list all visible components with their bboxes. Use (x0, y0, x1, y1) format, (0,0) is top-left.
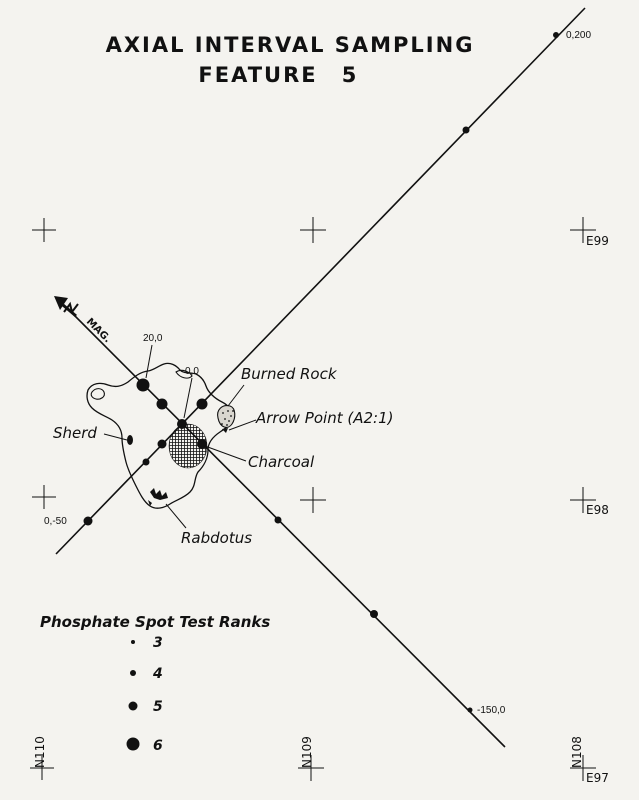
label-charcoal: Charcoal (248, 453, 315, 471)
title-line-1: AXIAL INTERVAL SAMPLING (106, 33, 475, 57)
legend-rank-label: 3 (153, 635, 163, 651)
burned-rock-patch (217, 405, 236, 428)
legend-rank-label: 4 (152, 666, 163, 682)
sample-dot (197, 439, 207, 449)
legend-dot-rank-6 (126, 737, 140, 751)
coord-label-minus-150-0: -150,0 (477, 705, 506, 716)
legend: Phosphate Spot Test Ranks 3 4 5 6 (40, 613, 270, 754)
label-rabdotus: Rabdotus (181, 529, 252, 547)
feature-outline (86, 362, 233, 509)
sample-dot (553, 32, 559, 38)
legend-title: Phosphate Spot Test Ranks (40, 613, 270, 631)
sherd-marker (127, 435, 133, 445)
label-sherd: Sherd (53, 424, 97, 442)
leader-line (165, 503, 187, 529)
grid-crosses (30, 217, 596, 781)
grid-cross (300, 217, 326, 243)
sample-dot (274, 516, 282, 524)
rabdotus-cluster (148, 488, 168, 506)
sample-dot (370, 610, 378, 618)
grid-cross (570, 755, 596, 781)
sample-dots (83, 32, 559, 713)
grid-cross (300, 487, 326, 513)
sample-dot (196, 398, 208, 410)
sample-dot (157, 439, 167, 449)
leader-line (103, 433, 128, 441)
sample-dot (467, 707, 473, 713)
leader-line (228, 419, 257, 431)
sample-dot (136, 378, 150, 392)
grid-cross (32, 218, 56, 242)
rock-outline (90, 388, 105, 400)
rock-outline (175, 369, 193, 379)
grid-cross (298, 755, 324, 781)
coord-label-0-minus-50: 0,-50 (44, 516, 67, 527)
coord-label-20-0: 20,0 (143, 333, 163, 344)
charcoal-area (168, 423, 208, 469)
grid-cross (30, 756, 54, 780)
legend-dot-rank-3 (131, 640, 135, 644)
title-line-2: FEATURE (198, 63, 317, 87)
sample-dot (83, 516, 93, 526)
magnetic-north-arrow: MAG. (54, 296, 113, 345)
leader-line (145, 344, 153, 379)
grid-cross (32, 485, 56, 509)
transect-axis-southwest-northeast (55, 7, 586, 555)
grid-cross (570, 217, 596, 243)
sample-dot (177, 419, 187, 429)
label-arrow-point: Arrow Point (A2:1) (255, 409, 393, 427)
grid-label-n108: N108 (570, 736, 584, 768)
legend-rank-label: 6 (153, 738, 163, 754)
sample-dot (462, 126, 470, 134)
legend-dot-rank-4 (130, 670, 136, 676)
label-burned-rock: Burned Rock (241, 365, 338, 383)
coord-label-0-200: 0,200 (566, 30, 591, 41)
grid-cross (570, 487, 596, 513)
mag-label: MAG. (84, 316, 113, 345)
grid-label-e99: E99 (586, 234, 609, 248)
sample-dot (142, 458, 150, 466)
leader-line (183, 377, 193, 419)
arrow-point-marker (222, 428, 228, 433)
leader-line (227, 384, 245, 407)
grid-label-e97: E97 (586, 771, 609, 785)
legend-rank-label: 5 (153, 699, 163, 715)
sample-dot (156, 398, 168, 410)
leader-line (204, 445, 247, 462)
title-feature-number: 5 (342, 63, 359, 87)
grid-label-n110: N110 (33, 736, 47, 768)
grid-label-e98: E98 (586, 503, 609, 517)
grid-label-n109: N109 (300, 736, 314, 768)
coord-label-0-0: 0,0 (185, 366, 199, 377)
legend-dot-rank-5 (128, 701, 138, 711)
